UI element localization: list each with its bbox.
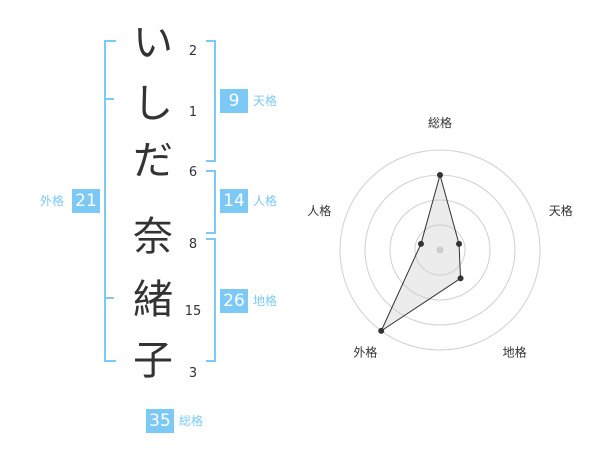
soukaku-label: 総格 — [179, 414, 204, 428]
tenkaku-badge: 9 — [220, 89, 248, 113]
name-char-5: 緒 — [133, 277, 173, 323]
name-char-2: し — [133, 81, 173, 127]
jinkaku-label: 人格 — [253, 194, 278, 208]
radar-axis-label-3: 地格 — [503, 345, 527, 360]
tenkaku-label: 天格 — [253, 94, 278, 108]
radar-axis-label-5: 人格 — [307, 203, 331, 218]
stroke-count-5: 15 — [184, 304, 202, 319]
name-char-3: だ — [133, 138, 173, 184]
stroke-count-6: 3 — [188, 366, 198, 381]
radar-axis-label-2: 天格 — [549, 203, 573, 218]
radar-center-dot — [436, 246, 444, 254]
gaikaku-bracket — [104, 40, 116, 362]
chikaku-badge: 26 — [220, 289, 248, 313]
stroke-count-3: 6 — [188, 165, 198, 180]
radar-grid-ring — [389, 199, 491, 301]
radar-point-2 — [456, 240, 463, 247]
radar-point-5 — [417, 240, 424, 247]
stroke-count-4: 8 — [188, 237, 198, 252]
radar-grid-ring — [339, 149, 541, 351]
radar-point-4 — [378, 327, 385, 334]
stroke-count-2: 1 — [188, 105, 198, 120]
radar-grid-ring — [414, 224, 466, 276]
radar-axis-label-1: 総格 — [428, 115, 452, 130]
name-char-6: 子 — [133, 338, 173, 384]
chikaku-bracket — [206, 238, 216, 362]
radar-point-3 — [457, 275, 464, 282]
radar-point-1 — [437, 172, 443, 178]
gaikaku-tick-upper — [104, 98, 114, 100]
gaikaku-tick-lower — [104, 297, 114, 299]
radar-axis-label-4: 外格 — [353, 345, 377, 360]
stroke-count-1: 2 — [188, 44, 198, 59]
name-char-1: い — [133, 20, 173, 66]
jinkaku-badge: 14 — [220, 189, 248, 213]
gaikaku-badge: 21 — [72, 189, 100, 213]
name-char-4: 奈 — [133, 214, 173, 260]
chikaku-label: 地格 — [253, 294, 278, 308]
tenkaku-bracket — [206, 40, 216, 162]
gaikaku-label: 外格 — [40, 194, 65, 208]
jinkaku-bracket — [206, 170, 216, 234]
soukaku-badge: 35 — [146, 409, 174, 433]
radar-data-area — [380, 173, 462, 333]
